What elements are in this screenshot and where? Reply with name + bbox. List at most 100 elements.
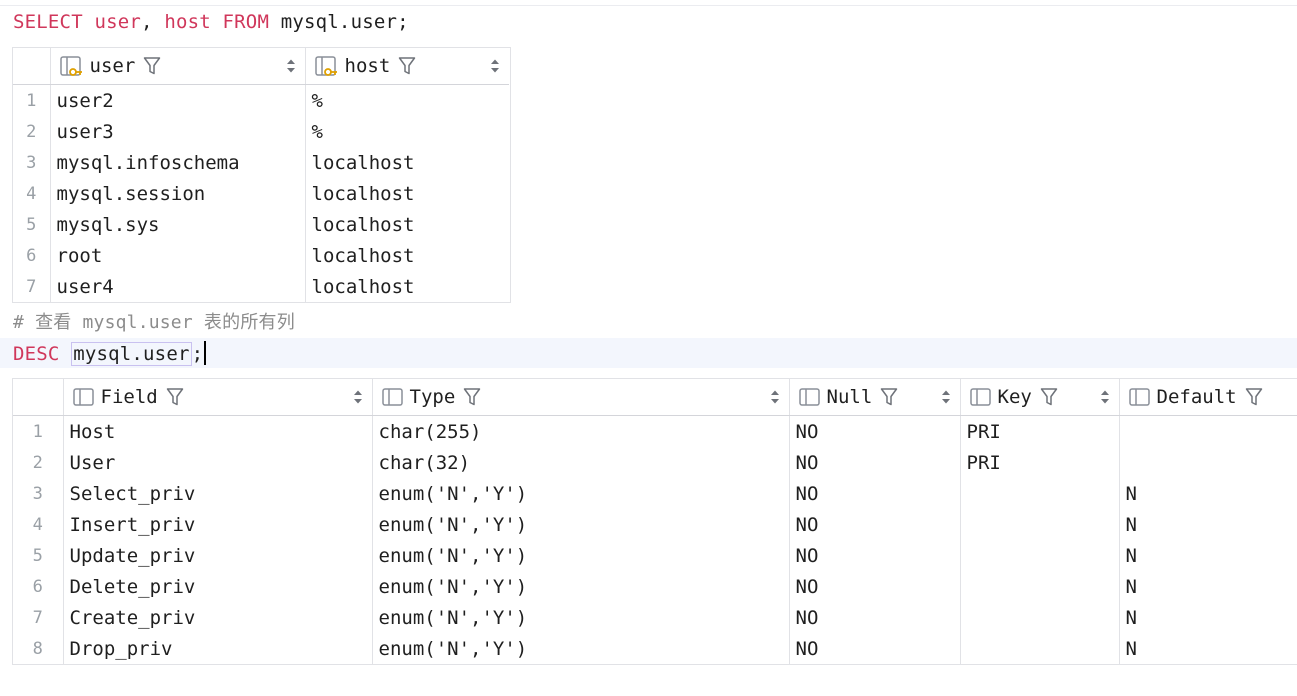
filter-icon[interactable] bbox=[398, 56, 416, 76]
cell-key[interactable] bbox=[960, 633, 1120, 664]
cell-type[interactable]: enum('N','Y') bbox=[372, 633, 790, 664]
cell-default[interactable]: N bbox=[1125, 544, 1137, 567]
cell-host[interactable]: localhost bbox=[311, 275, 415, 298]
cell-field[interactable]: User bbox=[63, 447, 373, 478]
sql-line-desc[interactable]: DESC mysql.user; bbox=[13, 341, 207, 366]
sort-icon[interactable] bbox=[353, 389, 363, 405]
row-number: 5 bbox=[13, 540, 64, 571]
cell-type[interactable]: enum('N','Y') bbox=[372, 602, 790, 633]
cell-default[interactable]: N bbox=[1125, 606, 1137, 629]
cell-field[interactable]: Create_priv bbox=[63, 602, 373, 633]
cell-default[interactable]: N bbox=[1125, 513, 1137, 536]
cell-null[interactable]: NO bbox=[789, 571, 961, 602]
sql-line-select[interactable]: SELECT user, host FROM mysql.user; bbox=[13, 10, 409, 34]
cell-type[interactable]: enum('N','Y') bbox=[372, 509, 790, 540]
filter-icon[interactable] bbox=[1245, 387, 1263, 407]
cell-null[interactable]: NO bbox=[789, 415, 961, 447]
sort-icon[interactable] bbox=[1100, 389, 1110, 405]
cell-null[interactable]: NO bbox=[789, 602, 961, 633]
cell-type[interactable]: enum('N','Y') bbox=[372, 478, 790, 509]
cell-field[interactable]: Insert_priv bbox=[63, 509, 373, 540]
cell-key[interactable] bbox=[960, 571, 1120, 602]
result-grid-desc[interactable]: Field Type Null bbox=[12, 378, 1297, 665]
cell-default[interactable]: N bbox=[1125, 482, 1137, 505]
cell-host[interactable]: localhost bbox=[311, 182, 415, 205]
cell-type[interactable]: enum('N','Y') bbox=[372, 571, 790, 602]
column-header-default[interactable]: Default bbox=[1119, 379, 1297, 416]
filter-icon[interactable] bbox=[463, 387, 481, 407]
column-header-key[interactable]: Key bbox=[960, 379, 1120, 416]
cell-host[interactable]: localhost bbox=[311, 244, 415, 267]
cell-null[interactable]: NO bbox=[789, 633, 961, 664]
cell-null[interactable]: NO bbox=[789, 540, 961, 571]
cell-host[interactable]: localhost bbox=[311, 151, 415, 174]
filter-icon[interactable] bbox=[166, 387, 184, 407]
cell-field[interactable]: Delete_priv bbox=[63, 571, 373, 602]
cell-field[interactable]: Drop_priv bbox=[63, 633, 373, 664]
filter-icon[interactable] bbox=[880, 387, 898, 407]
cell-user[interactable]: user2 bbox=[50, 84, 306, 116]
cell-host[interactable]: % bbox=[311, 89, 323, 112]
cell-null[interactable]: NO bbox=[789, 478, 961, 509]
filter-icon[interactable] bbox=[1040, 387, 1058, 407]
column-header-field[interactable]: Field bbox=[63, 379, 373, 416]
cell-type[interactable]: char(32) bbox=[372, 447, 790, 478]
sort-icon[interactable] bbox=[941, 389, 951, 405]
table-name: mysql.user; bbox=[280, 11, 409, 33]
cell-field[interactable]: Select_priv bbox=[63, 478, 373, 509]
sort-icon[interactable] bbox=[286, 58, 296, 74]
cell-key[interactable] bbox=[960, 478, 1120, 509]
sort-icon[interactable] bbox=[770, 389, 780, 405]
cell-default[interactable]: N bbox=[1125, 637, 1137, 660]
semicolon: ; bbox=[191, 343, 204, 365]
cell-default[interactable] bbox=[1119, 447, 1297, 478]
cell-key[interactable] bbox=[960, 509, 1120, 540]
cell-user[interactable]: mysql.infoschema bbox=[50, 147, 306, 178]
cell-type[interactable]: char(255) bbox=[372, 415, 790, 447]
cell-user[interactable]: user4 bbox=[50, 271, 306, 302]
cell-key[interactable] bbox=[960, 602, 1120, 633]
cell-user[interactable]: mysql.session bbox=[50, 178, 306, 209]
row-number: 8 bbox=[13, 633, 64, 664]
column-header-host[interactable]: host bbox=[305, 48, 509, 85]
sql-comment[interactable]: # 查看 mysql.user 表的所有列 bbox=[13, 312, 295, 333]
cell-null[interactable]: NO bbox=[789, 447, 961, 478]
cell-key[interactable]: PRI bbox=[960, 447, 1120, 478]
column-header-user[interactable]: user bbox=[50, 48, 306, 85]
column-header-type[interactable]: Type bbox=[372, 379, 790, 416]
cell-user[interactable]: root bbox=[50, 240, 306, 271]
cell-host[interactable]: localhost bbox=[311, 213, 415, 236]
cell-field[interactable]: Update_priv bbox=[63, 540, 373, 571]
cell-type[interactable]: enum('N','Y') bbox=[372, 540, 790, 571]
row-number: 6 bbox=[13, 571, 64, 602]
cell-field[interactable]: Host bbox=[63, 415, 373, 447]
cell-user[interactable]: mysql.sys bbox=[50, 209, 306, 240]
cell-host[interactable]: % bbox=[311, 120, 323, 143]
cell-key[interactable]: PRI bbox=[960, 415, 1120, 447]
cell-key[interactable] bbox=[960, 540, 1120, 571]
sort-icon[interactable] bbox=[490, 58, 500, 74]
column-header-null[interactable]: Null bbox=[789, 379, 961, 416]
cell-null[interactable]: NO bbox=[789, 509, 961, 540]
row-number: 6 bbox=[13, 240, 51, 271]
cell-default[interactable]: N bbox=[1125, 575, 1137, 598]
filter-icon[interactable] bbox=[143, 56, 161, 76]
cell-user[interactable]: user3 bbox=[50, 116, 306, 147]
cell-default[interactable] bbox=[1119, 416, 1297, 448]
